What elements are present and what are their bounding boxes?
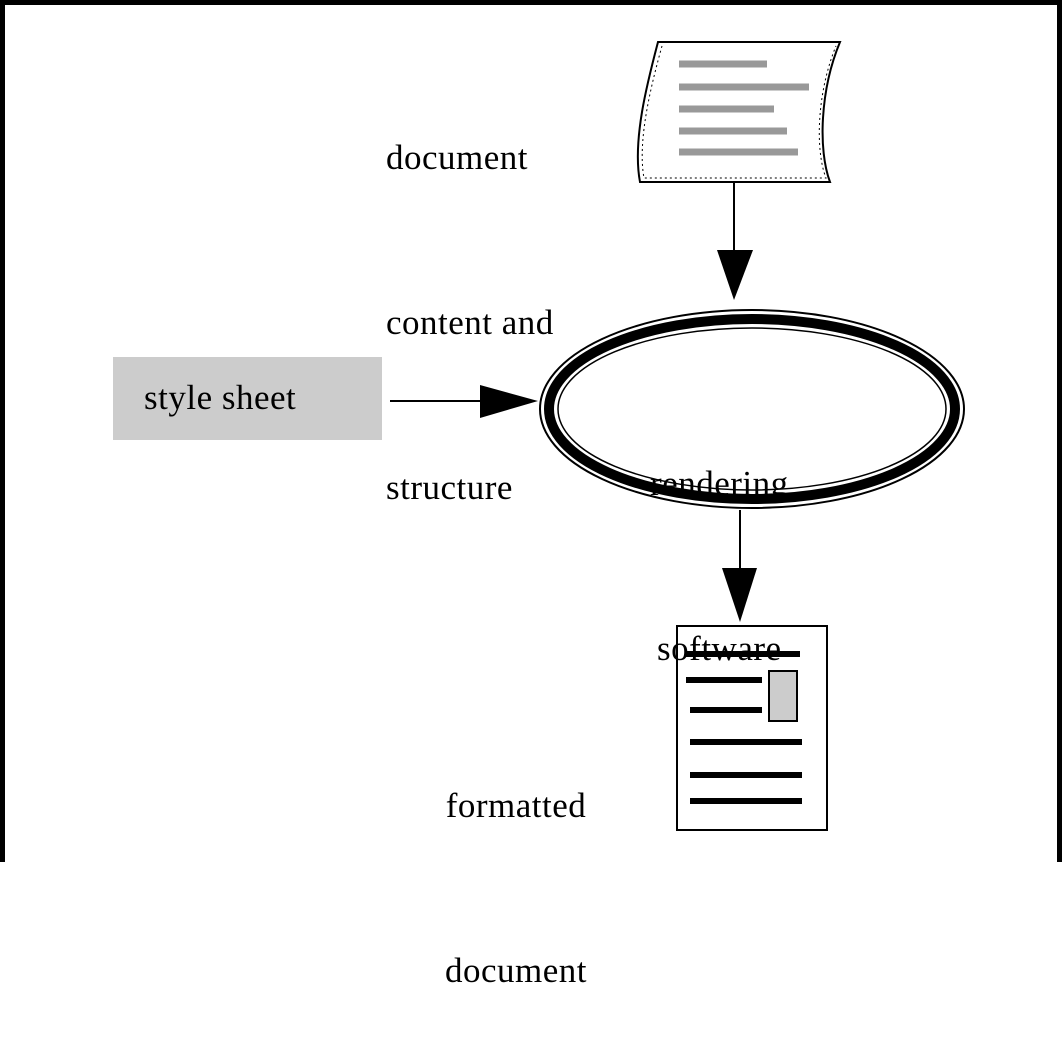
flow-diagram: [390, 41, 965, 831]
scroll-document-icon: [636, 41, 842, 183]
rendering-software-ellipse: [539, 309, 965, 509]
formatted-page-icon: [676, 625, 828, 831]
output-label-line-2: document: [445, 951, 588, 990]
source-label-line-2: content and: [386, 303, 554, 342]
diagram-frame: [0, 0, 1062, 862]
render-label-line-1: rendering: [650, 464, 789, 503]
formatted-document-label: formatted document: [445, 668, 587, 1053]
render-label-line-2: software: [657, 629, 782, 668]
style-sheet-box: [113, 357, 382, 440]
arrow-source-to-render: [717, 182, 753, 300]
rendering-software-label: rendering software: [650, 346, 789, 731]
arrow-style-to-render: [390, 385, 538, 418]
source-label-line-3: structure: [386, 468, 513, 507]
source-label-line-1: document: [386, 138, 529, 177]
output-label-line-1: formatted: [445, 786, 587, 825]
arrow-render-to-output: [722, 510, 757, 622]
source-document-label: document content and structure: [386, 20, 554, 570]
style-sheet-label: style sheet: [144, 378, 297, 417]
